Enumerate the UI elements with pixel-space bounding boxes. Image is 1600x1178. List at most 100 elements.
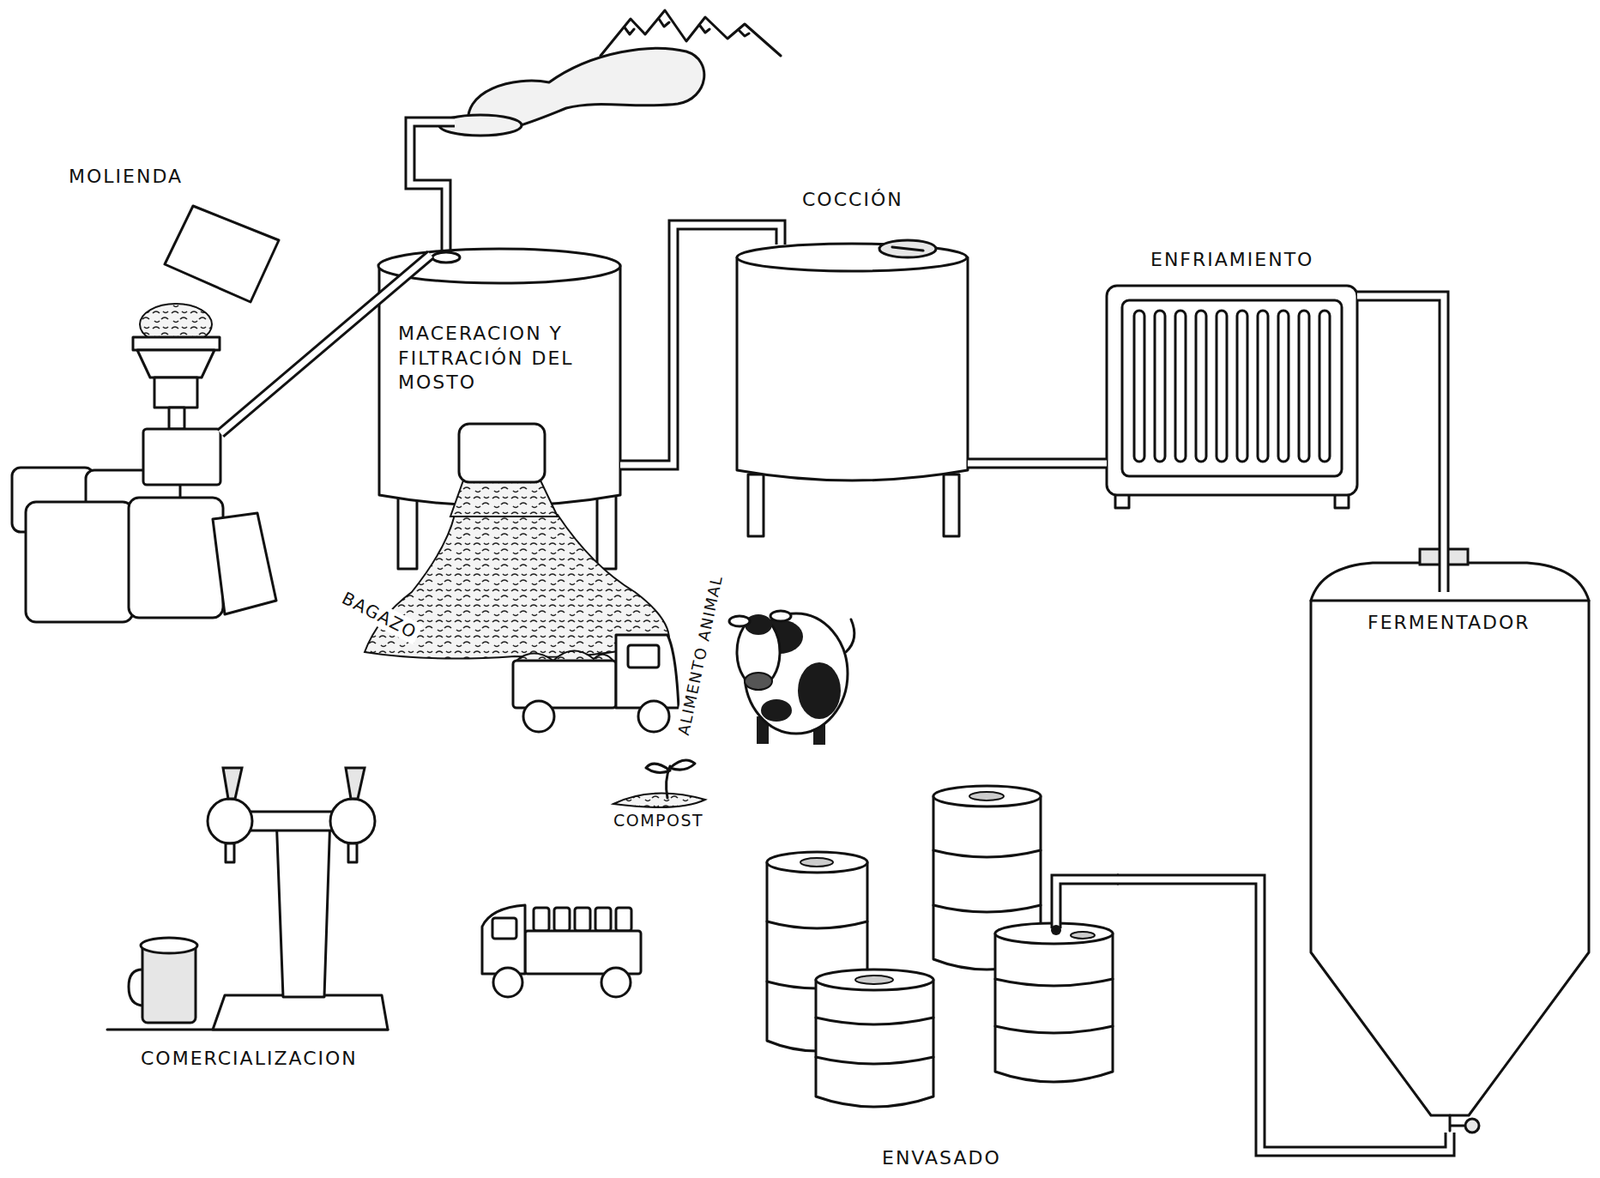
mill-part xyxy=(154,377,198,408)
keg-part xyxy=(855,975,894,985)
byproduct-label: COMPOST xyxy=(610,809,707,832)
keg-part xyxy=(995,978,1113,1033)
cow-part xyxy=(770,610,791,622)
beer-tap-part xyxy=(345,767,365,799)
keg-truck-part xyxy=(574,907,591,931)
mountains-part xyxy=(624,18,749,37)
cooler-part xyxy=(1319,310,1330,462)
keg-part xyxy=(933,785,1041,807)
cooler-part xyxy=(1106,285,1358,496)
cooler-part xyxy=(1122,300,1342,477)
beer-tap-part xyxy=(276,815,331,997)
fermenter-part xyxy=(1310,562,1589,1116)
grain-truck-part xyxy=(615,634,679,708)
pipe-connector xyxy=(967,463,1107,465)
keg-part xyxy=(815,979,934,1107)
beer-tap-part xyxy=(212,995,388,1030)
cow-part xyxy=(744,613,848,734)
keg-truck xyxy=(482,905,641,997)
mill xyxy=(132,205,279,485)
keg-truck-part xyxy=(525,930,641,974)
keg-part xyxy=(933,850,1041,912)
keg-truck-part xyxy=(482,905,526,974)
boil-tank xyxy=(736,240,968,537)
mash-tank-step: MACERACION Y FILTRACIÓN DEL MOSTO xyxy=(379,254,621,496)
keg-truck-part xyxy=(554,907,570,931)
mill-part xyxy=(169,407,185,429)
keg-part xyxy=(766,851,868,873)
keg-part xyxy=(995,923,1113,944)
mash-tank-part xyxy=(398,493,417,569)
cow-part xyxy=(760,699,792,722)
keg-part xyxy=(815,969,934,991)
label-holder: COMPOST xyxy=(610,809,707,832)
sales-step: COMERCIALIZACION xyxy=(107,767,391,1030)
boil-tank-part xyxy=(748,474,764,537)
smoke-cloud xyxy=(439,48,705,136)
keg-part xyxy=(800,857,834,867)
cow-part xyxy=(797,662,841,719)
mountains xyxy=(600,10,781,56)
keg xyxy=(995,923,1113,1082)
keg xyxy=(815,969,934,1107)
chimney-pipe-part xyxy=(410,121,455,258)
mountains-part xyxy=(600,10,781,56)
cooler-part xyxy=(1298,310,1310,462)
grain-truck-part xyxy=(513,660,616,708)
spent-grain-pile-part xyxy=(458,423,545,483)
fermenter-step: FERMENTADOR xyxy=(1310,591,1589,1133)
beer-tap-part xyxy=(225,843,235,863)
chimney-pipe-part xyxy=(410,121,455,258)
cow xyxy=(729,610,855,745)
compost-part xyxy=(646,763,671,773)
pipe-connector xyxy=(1357,295,1444,592)
filling-pipe-part xyxy=(1056,879,1119,929)
pipe-inside xyxy=(1357,295,1444,592)
spent-grain-pile-part xyxy=(450,480,558,517)
step-label: COCCIÓN xyxy=(802,187,904,213)
keg-part xyxy=(815,1017,934,1064)
pipe-connector xyxy=(620,224,781,465)
boil-tank-part xyxy=(943,474,960,537)
cooler-part xyxy=(1175,310,1186,462)
pipe-inside xyxy=(967,460,1107,467)
mill-part xyxy=(132,337,220,351)
keg-truck-part xyxy=(601,967,631,997)
cooler-part xyxy=(1257,310,1268,462)
cooler-part xyxy=(1216,310,1227,462)
cooler-part xyxy=(1237,310,1248,462)
mill-part xyxy=(164,205,279,302)
cooler-part xyxy=(1195,310,1207,462)
step-label: MOLIENDA xyxy=(68,164,183,190)
beer-mug-part xyxy=(142,943,196,1023)
cooler-part xyxy=(1278,310,1289,462)
filling-pipe xyxy=(1050,879,1119,936)
boil-tank-part xyxy=(892,247,924,251)
chimney-pipe xyxy=(410,121,455,258)
beer-tap-part xyxy=(207,798,253,844)
boil-tank-part xyxy=(879,240,936,258)
grain-bags-part xyxy=(25,501,133,622)
grain-truck-part xyxy=(627,645,659,668)
step-label: ENVASADO xyxy=(881,1146,1002,1172)
boil-tank-part xyxy=(736,257,968,481)
grain-bags-part xyxy=(128,497,224,618)
pipe-outline xyxy=(1116,879,1450,1152)
step-label: COMERCIALIZACION xyxy=(140,1046,358,1072)
mash-tank-part xyxy=(379,265,621,507)
keg-part xyxy=(969,791,1004,801)
keg-truck-part xyxy=(493,967,523,997)
beer-mug-part xyxy=(140,937,198,954)
mill-step: MOLIENDA xyxy=(68,164,221,490)
keg-truck-part xyxy=(615,907,632,931)
grain-truck xyxy=(513,634,679,732)
grain-truck-part xyxy=(523,700,555,732)
mash-tank-part xyxy=(432,252,460,263)
filling-pipe-part xyxy=(1056,879,1119,929)
keg-truck-part xyxy=(492,917,517,939)
compost xyxy=(613,760,706,808)
cooler xyxy=(1106,285,1358,508)
beer-tap xyxy=(107,767,388,1030)
step-label: MACERACION Y FILTRACIÓN DEL MOSTO xyxy=(398,321,613,396)
